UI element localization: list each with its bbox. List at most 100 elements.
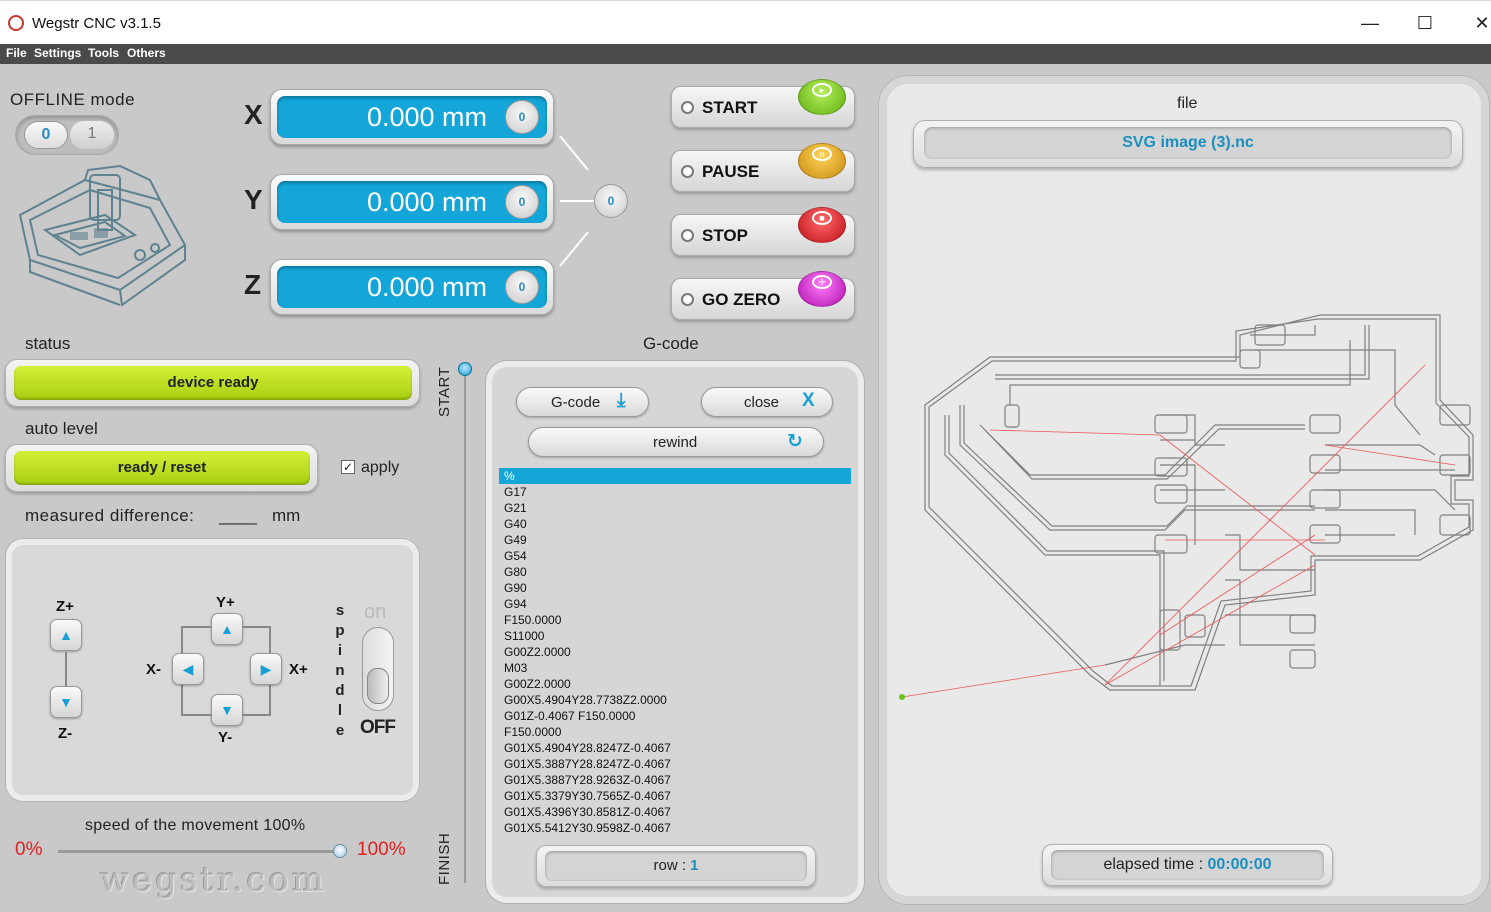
gcode-line[interactable]: G01X5.4904Y28.8247Z-0.4067 — [504, 741, 671, 755]
toggle-off-knob: 0 — [24, 121, 68, 149]
gcode-open-button[interactable]: G-code ⤓ — [516, 387, 649, 417]
measured-difference-value: ____ — [219, 506, 257, 525]
menu-settings[interactable]: Settings — [34, 46, 82, 60]
y-up-arrow-icon[interactable]: ▲ — [211, 613, 243, 645]
speed-min-label: 0% — [15, 839, 43, 860]
z-up-arrow-icon[interactable]: ▲ — [50, 619, 82, 651]
gcode-line[interactable]: G01X5.3887Y28.9263Z-0.4067 — [504, 773, 671, 787]
gcode-line[interactable]: G01X5.3379Y30.7565Z-0.4067 — [504, 789, 671, 803]
gcode-line[interactable]: G01X5.4396Y30.8581Z-0.4067 — [504, 805, 671, 819]
x-right-arrow-icon[interactable]: ▶ — [250, 653, 282, 685]
download-icon: ⤓ — [617, 390, 626, 411]
spindle-switch[interactable] — [362, 627, 394, 711]
start-radio — [681, 101, 694, 114]
offline-mode-toggle[interactable]: 0 1 — [15, 115, 119, 155]
gcode-line[interactable]: M03 — [504, 661, 528, 675]
close-window-button[interactable]: ✕ — [1474, 13, 1490, 33]
zero-all-button[interactable]: 0 — [594, 184, 628, 218]
gcode-line[interactable]: F150.0000 — [504, 613, 562, 627]
gcode-line[interactable]: G17 — [504, 485, 527, 499]
z-plus-label: Z+ — [56, 598, 74, 615]
progress-finish-label: FINISH — [436, 832, 453, 885]
stop-button[interactable]: STOP ■ — [671, 207, 855, 256]
gcode-line[interactable]: % — [499, 468, 851, 484]
gcode-open-label: G-code — [551, 394, 601, 411]
file-heading: file — [1177, 95, 1198, 112]
window-title: Wegstr CNC v3.1.5 — [32, 15, 161, 32]
spindle-on-label: on — [364, 601, 387, 623]
menu-tools[interactable]: Tools — [88, 46, 120, 60]
file-name-box: SVG image (3).nc — [913, 120, 1463, 168]
rewind-icon: ↻ — [787, 431, 803, 452]
toolpath-origin-dot — [899, 694, 905, 700]
elapsed-time-label: elapsed time : — [1103, 856, 1204, 873]
app-logo-icon — [8, 15, 24, 31]
gcode-close-button[interactable]: close X — [701, 387, 833, 417]
gcode-line[interactable]: G01Z-0.4067 F150.0000 — [504, 709, 636, 723]
gcode-line[interactable]: S11000 — [504, 629, 545, 643]
gcode-line[interactable]: G01X5.5412Y30.9598Z-0.4067 — [504, 821, 671, 835]
stop-radio — [681, 229, 694, 242]
z-position-value: 0.000 mm — [366, 272, 487, 302]
gcode-line[interactable]: G54 — [504, 549, 527, 563]
z-down-arrow-icon[interactable]: ▼ — [50, 686, 82, 718]
speed-slider-handle[interactable] — [333, 844, 347, 858]
gcode-line[interactable]: G21 — [504, 501, 527, 515]
mode-label: OFFLINE mode — [10, 90, 136, 109]
gcode-line[interactable]: G40 — [504, 517, 527, 531]
x-left-arrow-icon[interactable]: ◀ — [172, 653, 204, 685]
rewind-button[interactable]: rewind ↻ — [528, 427, 824, 457]
status-value: device ready — [14, 366, 412, 400]
row-value: 1 — [690, 857, 699, 874]
x-position-value: 0.000 mm — [366, 102, 487, 132]
auto-level-heading: auto level — [25, 419, 98, 438]
auto-level-reset-button[interactable]: ready / reset — [14, 451, 310, 485]
y-zero-button[interactable]: 0 — [505, 185, 539, 219]
y-position-display: 0.000 mm 0 — [270, 174, 554, 230]
brand-watermark: wegstr.com — [100, 860, 328, 900]
z-axis-letter: Z — [244, 269, 262, 300]
gcode-line[interactable]: G00Z2.0000 — [504, 677, 571, 691]
gcode-line[interactable]: F150.0000 — [504, 725, 562, 739]
start-label: START — [702, 98, 758, 117]
y-axis-letter: Y — [244, 184, 263, 215]
menu-file[interactable]: File — [6, 46, 27, 60]
stop-label: STOP — [702, 226, 748, 245]
gcode-line[interactable]: G00Z2.0000 — [504, 645, 571, 659]
gcode-line[interactable]: G01X5.3887Y28.8247Z-0.4067 — [504, 757, 671, 771]
elapsed-time-value: 00:00:00 — [1207, 856, 1272, 873]
apply-checkbox[interactable]: ✓ — [341, 460, 355, 474]
pause-label: PAUSE — [702, 162, 760, 181]
start-button[interactable]: START ▸ — [671, 79, 855, 128]
spindle-off-label: OFF — [360, 717, 396, 738]
speed-slider-track[interactable] — [58, 850, 340, 853]
y-position-value: 0.000 mm — [366, 187, 487, 217]
y-down-arrow-icon[interactable]: ▼ — [211, 694, 243, 726]
apply-label: apply — [361, 459, 400, 476]
pause-button[interactable]: PAUSE ıı — [671, 143, 855, 192]
menu-bar: File Settings Tools Others — [0, 44, 1491, 64]
gcode-heading: G-code — [643, 334, 699, 353]
gcode-line[interactable]: G94 — [504, 597, 527, 611]
measured-difference-label: measured difference: — [25, 506, 195, 525]
z-zero-button[interactable]: 0 — [505, 270, 539, 304]
progress-handle[interactable] — [458, 362, 472, 376]
menu-others[interactable]: Others — [127, 46, 166, 60]
minimize-button[interactable]: — — [1361, 13, 1379, 33]
cnc-machine-illustration — [18, 164, 187, 307]
gcode-line[interactable]: G90 — [504, 581, 527, 595]
gcode-line[interactable]: G00X5.4904Y28.7738Z2.0000 — [504, 693, 667, 707]
row-label: row : — [653, 857, 686, 874]
pause-icon: ıı — [794, 139, 850, 189]
progress-track — [464, 375, 466, 883]
spindle-switch-knob — [367, 668, 389, 704]
gcode-line[interactable]: G80 — [504, 565, 527, 579]
go-zero-button[interactable]: GO ZERO ✛ — [671, 271, 855, 320]
gcode-line[interactable]: G49 — [504, 533, 527, 547]
x-zero-button[interactable]: 0 — [505, 100, 539, 134]
maximize-button[interactable]: ☐ — [1416, 13, 1434, 33]
z-connector — [65, 652, 67, 686]
